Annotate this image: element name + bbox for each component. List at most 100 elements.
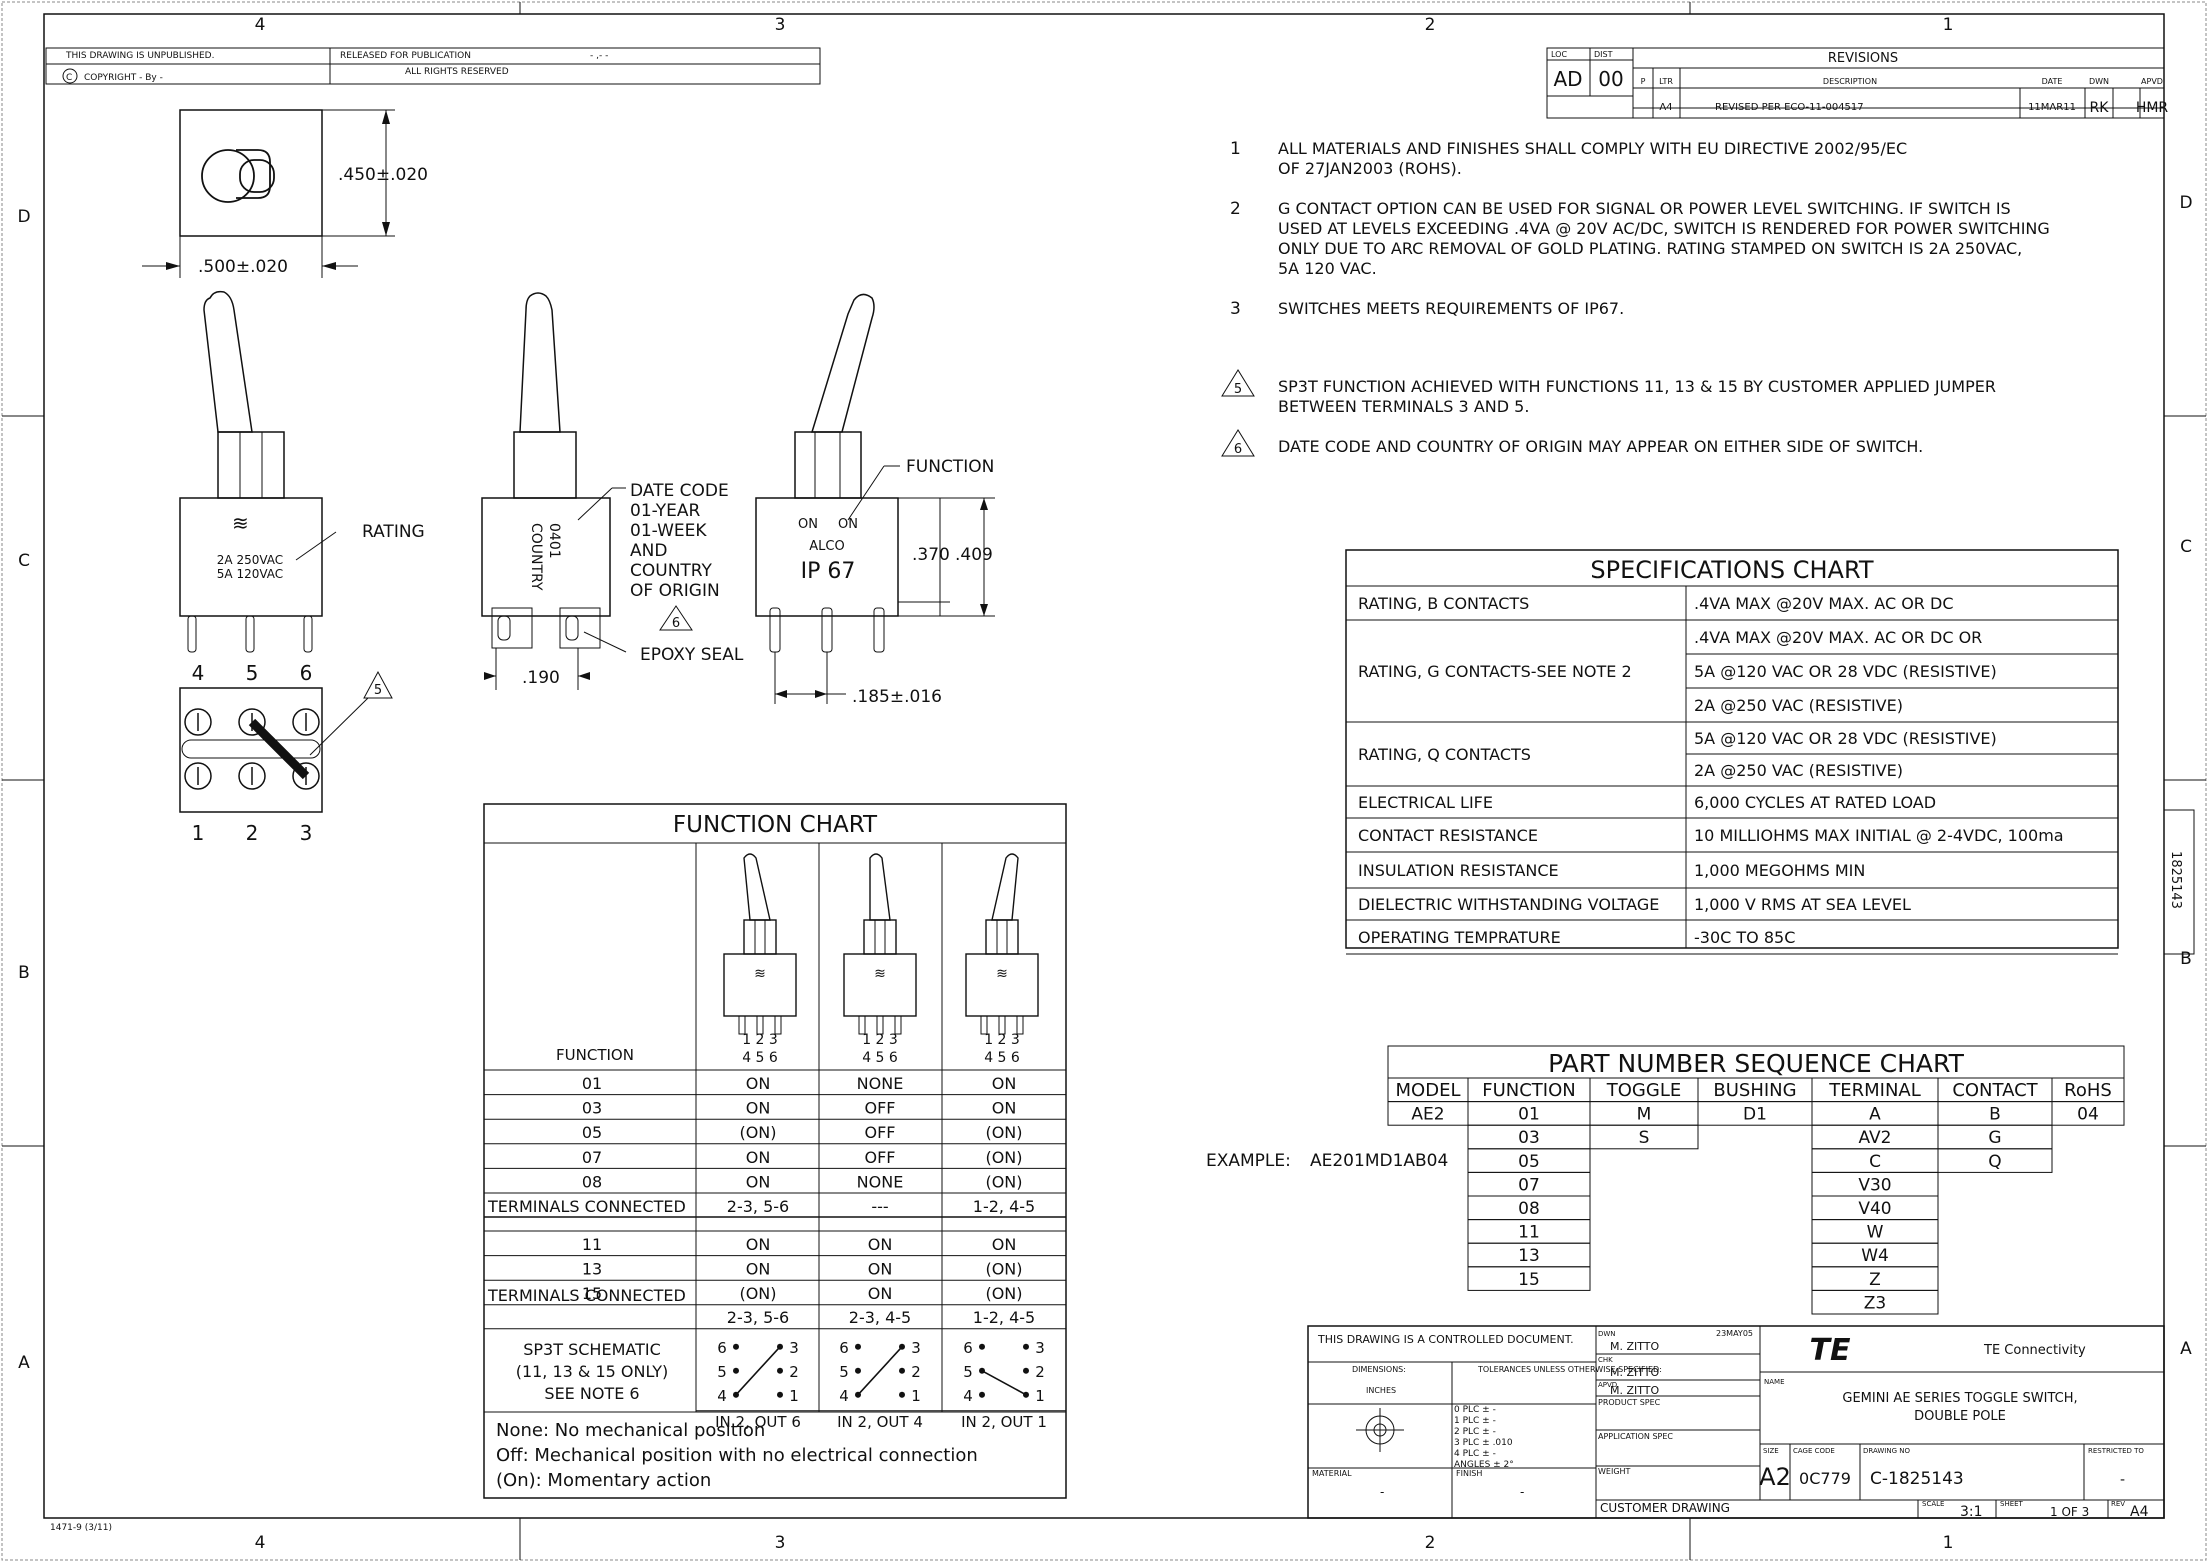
function-cell: ON xyxy=(992,1235,1017,1254)
pn-cell-box xyxy=(1589,1124,1699,1150)
note-triangle-icon xyxy=(1221,429,1255,457)
svg-text:A4: A4 xyxy=(2130,1504,2149,1520)
spec-value: 10 MILLIOHMS MAX INITIAL @ 2-4VDC, 100ma xyxy=(1694,826,2064,845)
note-line: 5A 120 VAC. xyxy=(1278,259,1377,278)
copyright-text: COPYRIGHT - By - xyxy=(84,73,163,83)
spec-value: .4VA MAX @20V MAX. AC OR DC OR xyxy=(1694,628,1982,647)
schematic-pin: 5 xyxy=(839,1363,849,1381)
spec-label: INSULATION RESISTANCE xyxy=(1358,861,1559,880)
spec-label: CONTACT RESISTANCE xyxy=(1358,826,1538,845)
specs-frame xyxy=(1345,549,2119,949)
schematic-node xyxy=(979,1391,985,1398)
drawing-name-line2: DOUBLE POLE xyxy=(1914,1409,2006,1424)
toggle-pin xyxy=(980,1015,988,1035)
svg-text:0401: 0401 xyxy=(546,523,562,559)
datecode-callout-line: COUNTRY xyxy=(630,561,713,581)
zone-label-right: B xyxy=(2180,949,2192,969)
pn-cell: C xyxy=(1869,1152,1881,1172)
schematic-node xyxy=(1023,1367,1029,1374)
revision-column-header: APVD xyxy=(2141,77,2163,86)
tolerance-row: 0 PLC ± - xyxy=(1454,1405,1496,1415)
svg-text:.370: .370 xyxy=(912,545,950,565)
function-cell: ON xyxy=(868,1235,893,1254)
datecode-callout-line: OF ORIGIN xyxy=(630,581,720,601)
rule xyxy=(857,1346,903,1396)
svg-text:5: 5 xyxy=(374,683,382,698)
note-line: ONLY DUE TO ARC REMOVAL OF GOLD PLATING.… xyxy=(1278,239,2022,258)
svg-text:RESTRICTED TO: RESTRICTED TO xyxy=(2088,1447,2144,1455)
spec-label: ELECTRICAL LIFE xyxy=(1358,793,1493,812)
svg-text:0C779: 0C779 xyxy=(1799,1469,1851,1488)
header-block: THIS DRAWING IS UNPUBLISHED. RELEASED FO… xyxy=(45,47,821,85)
function-cell: 15 xyxy=(582,1284,602,1303)
pn-cell: G xyxy=(1988,1128,2001,1148)
function-cell: ON xyxy=(868,1284,893,1303)
te-logo-icon: ≋ xyxy=(232,511,249,535)
svg-text:NAME: NAME xyxy=(1764,1378,1785,1386)
zone-label-top: 4 xyxy=(255,15,266,35)
schematic-pin: 6 xyxy=(963,1339,973,1357)
svg-text:TOLERANCES UNLESS OTHERWISE SP: TOLERANCES UNLESS OTHERWISE SPECIFIED: xyxy=(1477,1365,1662,1374)
function-cell: 05 xyxy=(582,1123,602,1142)
border-frame xyxy=(43,13,2165,1519)
controlled-doc: THIS DRAWING IS A CONTROLLED DOCUMENT. xyxy=(1317,1333,1574,1346)
tolerance-row: 2 PLC ± - xyxy=(1454,1427,1496,1437)
pn-header: FUNCTION xyxy=(1482,1080,1576,1101)
svg-text:APPLICATION SPEC: APPLICATION SPEC xyxy=(1598,1432,1673,1441)
pn-cell-box xyxy=(1811,1289,1939,1315)
pn-cell: V30 xyxy=(1858,1175,1891,1195)
note-line: SWITCHES MEETS REQUIREMENTS OF IP67. xyxy=(1278,299,1624,318)
function-cell: NONE xyxy=(857,1172,904,1191)
example-value: AE201MD1AB04 xyxy=(1310,1151,1448,1171)
revision-description: REVISED PER ECO-11-004517 xyxy=(1715,102,1864,113)
schematic-pin: 2 xyxy=(789,1363,799,1381)
header-dashes: - ,- - xyxy=(590,51,608,61)
pn-cell: Z3 xyxy=(1864,1293,1886,1313)
pn-title: PART NUMBER SEQUENCE CHART xyxy=(1548,1049,1964,1078)
zone-label-bottom: 2 xyxy=(1425,1533,1436,1553)
pin-label: 6 xyxy=(300,661,313,685)
function-cell: ON xyxy=(746,1235,771,1254)
pin-label: 3 xyxy=(300,821,313,845)
svg-text:COUNTRY: COUNTRY xyxy=(528,523,544,591)
svg-text:CAGE CODE: CAGE CODE xyxy=(1793,1447,1835,1455)
note-number: 1 xyxy=(1230,139,1241,159)
svg-text:WEIGHT: WEIGHT xyxy=(1598,1467,1631,1476)
schematic-pin: 2 xyxy=(1035,1363,1045,1381)
note-number: 2 xyxy=(1230,199,1241,219)
note-line: DATE CODE AND COUNTRY OF ORIGIN MAY APPE… xyxy=(1278,437,1923,456)
svg-text:APVD: APVD xyxy=(1598,1381,1617,1389)
schematic-node xyxy=(899,1391,905,1398)
schematic-pin: 3 xyxy=(911,1339,921,1357)
toggle-lever xyxy=(869,853,891,921)
zone-label-top: 2 xyxy=(1425,15,1436,35)
function-cell: 08 xyxy=(582,1172,602,1191)
revisions-title: REVISIONS xyxy=(1828,51,1898,66)
schematic-label: SEE NOTE 6 xyxy=(544,1384,639,1403)
terminals-label: TERMINALS CONNECTED xyxy=(487,1286,686,1305)
spec-label: RATING, G CONTACTS-SEE NOTE 2 xyxy=(1358,662,1632,681)
spec-value: 5A @120 VAC OR 28 VDC (RESISTIVE) xyxy=(1694,729,1997,748)
note-line: USED AT LEVELS EXCEEDING .4VA @ 20V AC/D… xyxy=(1278,219,2050,238)
zone-label-bottom: 1 xyxy=(1943,1533,1954,1553)
pin-numbers-top: 1 2 3 xyxy=(862,1032,898,1048)
pin-numbers-top: 1 2 3 xyxy=(742,1032,778,1048)
pn-cell: S xyxy=(1639,1128,1650,1148)
company-name: TE Connectivity xyxy=(1983,1343,2086,1358)
terminals-cell: 1-2, 4-5 xyxy=(973,1308,1035,1327)
svg-text:.409: .409 xyxy=(955,545,993,565)
pn-cell: M xyxy=(1637,1105,1652,1125)
tolerance-rows: 0 PLC ± -1 PLC ± -2 PLC ± -3 PLC ± .0104… xyxy=(1454,1405,1514,1470)
function-cell: ON xyxy=(746,1099,771,1118)
spec-value: -30C TO 85C xyxy=(1694,928,1795,947)
te-logo-icon: ≋ xyxy=(754,966,766,982)
pn-cell-box xyxy=(1937,1148,2053,1173)
function-chart-title: FUNCTION CHART xyxy=(673,812,878,838)
pn-header: RoHS xyxy=(2064,1080,2112,1101)
